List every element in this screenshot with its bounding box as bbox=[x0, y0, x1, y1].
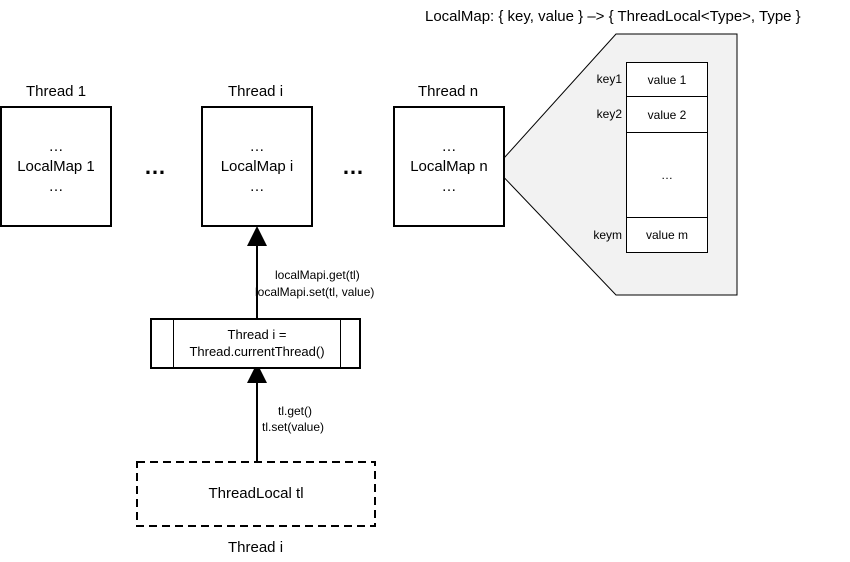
thread-1-box: … LocalMap 1 … bbox=[0, 106, 112, 227]
threadlocal-box-border bbox=[136, 461, 376, 527]
thread-1-bottom-ellipsis: … bbox=[48, 177, 64, 195]
map-key-2: key2 bbox=[596, 107, 622, 121]
upper-arrow-label-get: localMapi.get(tl) bbox=[275, 268, 360, 282]
threadlocal-label: ThreadLocal tl bbox=[208, 485, 304, 502]
map-value-ellipsis: … bbox=[626, 132, 708, 218]
thread-n-top-ellipsis: … bbox=[441, 137, 457, 155]
map-key-m: keym bbox=[593, 228, 622, 242]
map-key-1: key1 bbox=[596, 72, 622, 86]
current-thread-line1: Thread i = bbox=[227, 327, 287, 342]
thread-1-top-ellipsis: … bbox=[48, 137, 64, 155]
map-value-1: value 1 bbox=[626, 62, 708, 97]
lower-arrow-label-get: tl.get() bbox=[278, 404, 313, 418]
upper-arrow-label-set: localMapi.set(tl, value) bbox=[255, 285, 375, 299]
thread-n-box: … LocalMap n … bbox=[393, 106, 505, 227]
thread-1-localmap: LocalMap 1 bbox=[17, 157, 95, 175]
lower-arrow-label-set: tl.set(value) bbox=[262, 420, 325, 434]
thread-n-bottom-ellipsis: … bbox=[441, 177, 457, 195]
thread-i-box: … LocalMap i … bbox=[201, 106, 313, 227]
thread-1-title: Thread 1 bbox=[26, 83, 87, 100]
current-thread-line2: Thread.currentThread() bbox=[189, 344, 325, 359]
current-thread-right-divider bbox=[340, 320, 341, 367]
thread-i-localmap: LocalMap i bbox=[220, 157, 294, 175]
current-thread-left-divider bbox=[173, 320, 174, 367]
ellipsis-right: … bbox=[342, 154, 366, 179]
ellipsis-left: … bbox=[144, 154, 168, 179]
map-value-m: value m bbox=[626, 217, 708, 253]
thread-i-title: Thread i bbox=[228, 83, 284, 100]
thread-n-localmap: LocalMap n bbox=[410, 157, 488, 175]
thread-i-top-ellipsis: … bbox=[249, 137, 265, 155]
map-value-2: value 2 bbox=[626, 96, 708, 133]
localmap-title: LocalMap: { key, value } –> { ThreadLoca… bbox=[425, 8, 801, 25]
thread-i-bottom-ellipsis: … bbox=[249, 177, 265, 195]
current-thread-box: Thread i = Thread.currentThread() bbox=[150, 318, 361, 369]
footer-thread-label: Thread i bbox=[228, 539, 284, 556]
thread-n-title: Thread n bbox=[418, 83, 479, 100]
